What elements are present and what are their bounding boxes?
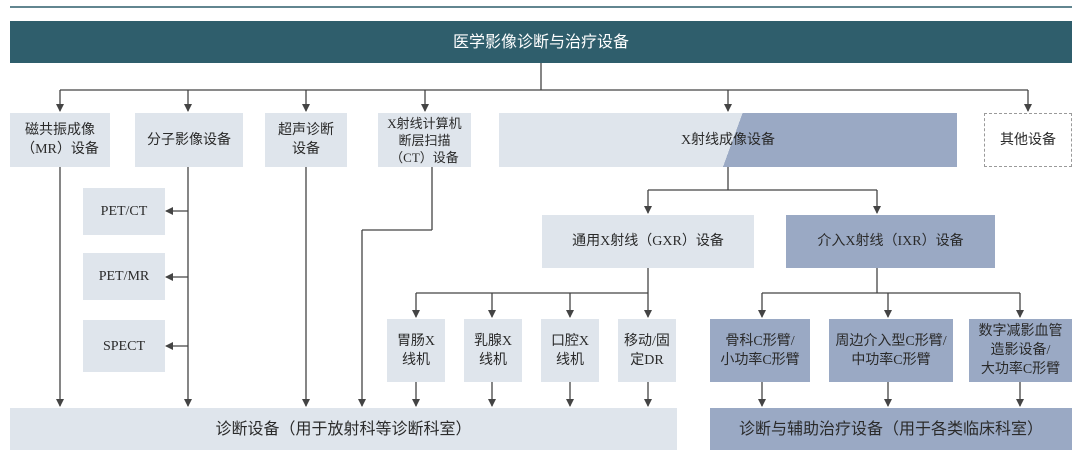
- node-molecular: 分子影像设备: [135, 113, 243, 167]
- node-gxr-label: 通用X射线（GXR）设备: [572, 234, 724, 249]
- node-ixr-ortho-label: 骨科C形臂/ 小功率C形臂: [720, 333, 800, 368]
- bottom-treatment-label: 诊断与辅助治疗设备（用于各类临床科室）: [738, 420, 1043, 438]
- bottom-diagnosis: 诊断设备（用于放射科等诊断科室）: [10, 408, 677, 450]
- node-gxr: 通用X射线（GXR）设备: [542, 215, 754, 268]
- node-gxr-mammo: 乳腺X 线机: [464, 319, 522, 382]
- root-label: 医学影像诊断与治疗设备: [452, 33, 629, 51]
- node-ixr-label: 介入X射线（IXR）设备: [817, 234, 964, 249]
- node-gxr-gastro-label: 胃肠X 线机: [396, 333, 436, 368]
- node-mr-label: 磁共振成像 （MR）设备: [21, 123, 99, 157]
- node-ct-label: X射线计算机 断层扫描 （CT）设备: [387, 115, 462, 165]
- node-pet-ct: PET/CT: [83, 188, 165, 235]
- node-ixr-peripheral: 周边介入型C形臂/ 中功率C形臂: [829, 319, 953, 382]
- node-pet-mr-label: PET/MR: [98, 269, 150, 284]
- node-mr: 磁共振成像 （MR）设备: [10, 113, 110, 167]
- bottom-diagnosis-label: 诊断设备（用于放射科等诊断科室）: [215, 420, 472, 438]
- bottom-treatment: 诊断与辅助治疗设备（用于各类临床科室）: [710, 408, 1072, 450]
- node-ixr-dsa: 数字减影血管 造影设备/ 大功率C形臂: [969, 319, 1072, 382]
- node-ultrasound-label: 超声诊断 设备: [278, 123, 334, 157]
- node-gxr-gastro: 胃肠X 线机: [387, 319, 445, 382]
- node-pet-mr: PET/MR: [83, 253, 165, 300]
- node-other: 其他设备: [984, 113, 1072, 167]
- node-ultrasound: 超声诊断 设备: [265, 113, 347, 167]
- node-ixr-peripheral-label: 周边介入型C形臂/ 中功率C形臂: [835, 333, 947, 368]
- node-gxr-dental: 口腔X 线机: [541, 319, 599, 382]
- node-pet-ct-label: PET/CT: [100, 204, 148, 219]
- root-node: 医学影像诊断与治疗设备: [10, 21, 1072, 63]
- node-ixr-ortho: 骨科C形臂/ 小功率C形臂: [710, 319, 810, 382]
- node-other-label: 其他设备: [1000, 132, 1056, 148]
- node-xray: X射线成像设备: [499, 113, 957, 167]
- node-xray-label: X射线成像设备: [680, 132, 776, 148]
- node-gxr-dr-label: 移动/固 定DR: [624, 333, 670, 368]
- node-spect-label: SPECT: [102, 338, 145, 354]
- node-ct: X射线计算机 断层扫描 （CT）设备: [378, 113, 471, 167]
- node-spect: SPECT: [83, 320, 165, 372]
- node-gxr-dental-label: 口腔X 线机: [550, 333, 590, 368]
- node-ixr: 介入X射线（IXR）设备: [786, 215, 995, 268]
- node-gxr-dr: 移动/固 定DR: [618, 319, 676, 382]
- node-molecular-label: 分子影像设备: [147, 132, 231, 148]
- node-ixr-dsa-label: 数字减影血管 造影设备/ 大功率C形臂: [978, 324, 1063, 377]
- node-gxr-mammo-label: 乳腺X 线机: [473, 333, 513, 368]
